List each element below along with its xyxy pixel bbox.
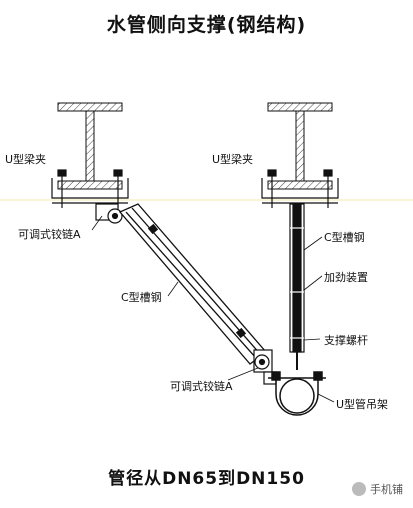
label-u-clamp-right: U型梁夹 bbox=[212, 153, 254, 166]
hinge-bottom bbox=[253, 349, 277, 385]
right-beam-web bbox=[295, 110, 305, 182]
watermark: 手机铺 bbox=[352, 481, 403, 497]
vertical-c-channel bbox=[289, 203, 305, 353]
u-pipe-hanger bbox=[268, 371, 326, 416]
label-support-rod: 支撑螺杆 bbox=[324, 334, 368, 347]
label-u-pipe-hanger: U型管吊架 bbox=[336, 398, 389, 411]
watermark-logo-icon bbox=[352, 482, 366, 496]
diagram-subtitle: 管径从DN65到DN150 bbox=[108, 469, 305, 489]
leader-lines bbox=[91, 215, 335, 403]
hinge-top bbox=[95, 203, 123, 224]
diagonal-c-channel bbox=[118, 203, 267, 365]
right-beam-bottom-flange bbox=[267, 180, 333, 190]
right-beam-top-flange bbox=[267, 102, 333, 112]
label-stiffener: 加劲装置 bbox=[324, 271, 368, 284]
left-u-clamp bbox=[51, 169, 129, 208]
right-u-clamp bbox=[261, 169, 339, 208]
label-c-channel-right: C型槽钢 bbox=[324, 231, 365, 244]
label-u-clamp-left: U型梁夹 bbox=[5, 153, 47, 166]
left-beam-bottom-flange bbox=[57, 180, 123, 190]
left-beam-top-flange bbox=[57, 102, 123, 112]
label-hinge-bottom: 可调式铰链A bbox=[170, 380, 233, 393]
watermark-text: 手机铺 bbox=[370, 483, 403, 496]
label-c-channel-left: C型槽钢 bbox=[121, 291, 162, 304]
label-hinge-top: 可调式铰链A bbox=[18, 228, 81, 241]
left-beam-web bbox=[85, 110, 95, 182]
diagram-title: 水管侧向支撑(钢结构) bbox=[106, 14, 307, 36]
